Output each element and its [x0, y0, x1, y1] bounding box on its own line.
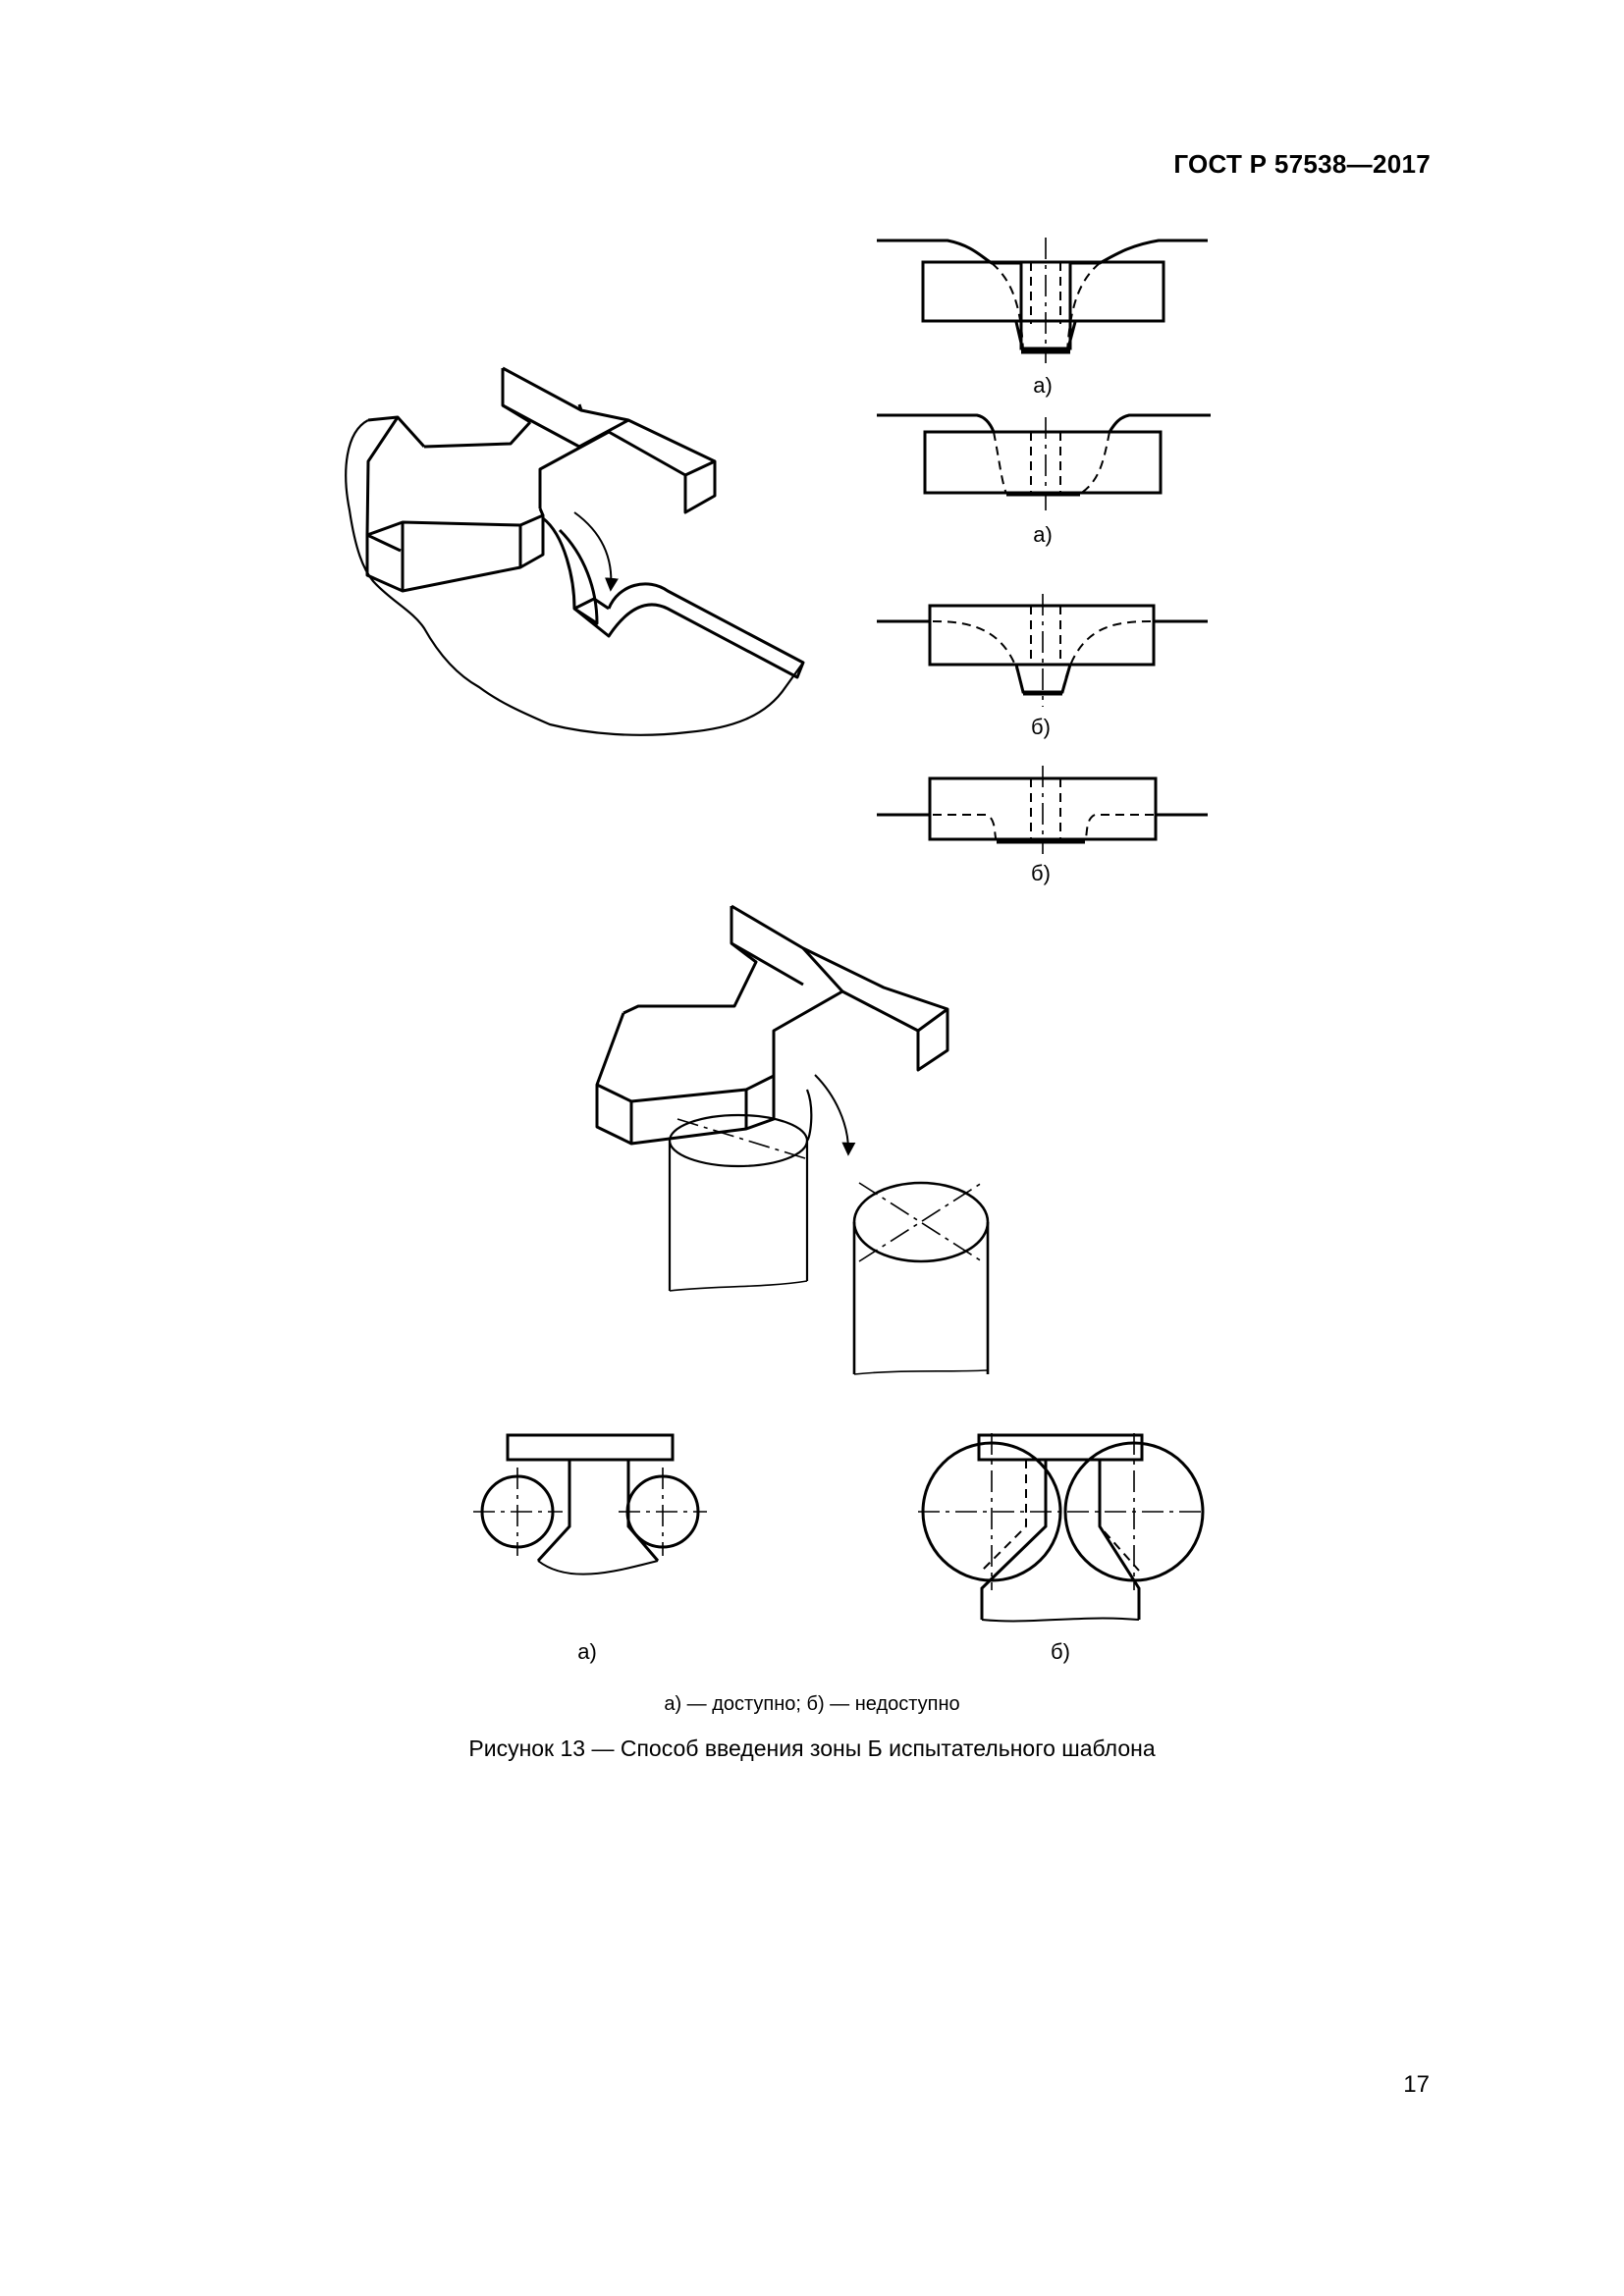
section-label-a-1: а) — [1033, 373, 1053, 398]
section-view-a-2 — [877, 413, 1211, 510]
section-view-b-1 — [877, 594, 1208, 707]
figure-legend: а) — доступно; б) — недоступно — [664, 1693, 960, 1715]
section-label-b-1: б) — [1031, 715, 1051, 739]
document-standard-code: ГОСТ Р 57538—2017 — [1173, 149, 1431, 179]
bottom-label-a: а) — [577, 1639, 597, 1664]
section-view-b-2 — [877, 766, 1208, 854]
section-label-a-2: а) — [1033, 522, 1053, 547]
section-label-b-2: б) — [1031, 861, 1051, 885]
section-view-a-1 — [877, 238, 1208, 363]
bottom-label-b: б) — [1051, 1639, 1070, 1664]
figure-caption: Рисунок 13 — Способ введения зоны Б испы… — [468, 1735, 1156, 1761]
isometric-gauge-on-cylinders — [595, 904, 990, 1375]
bottom-view-inaccessible — [918, 1433, 1205, 1623]
isometric-gauge-on-workpiece — [345, 366, 805, 736]
bottom-view-accessible — [473, 1433, 707, 1575]
page-number: 17 — [1403, 2071, 1430, 2098]
